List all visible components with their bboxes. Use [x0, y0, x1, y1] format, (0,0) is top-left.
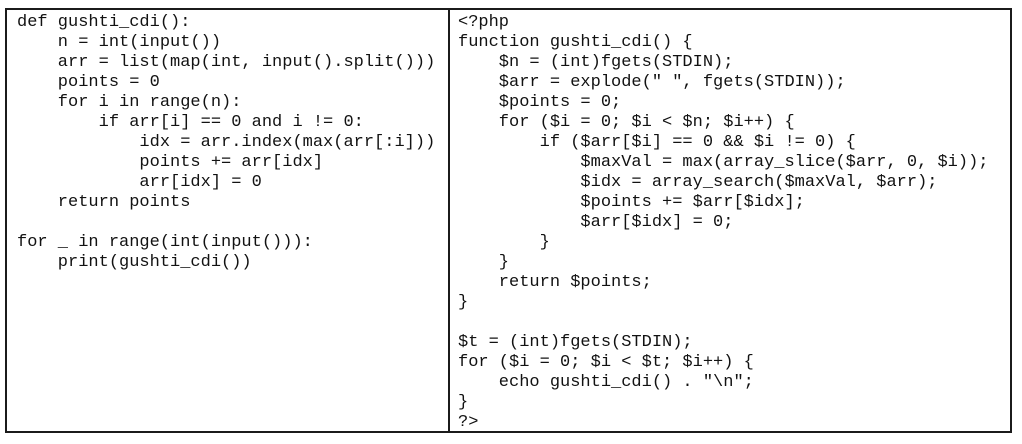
code-comparison-table: def gushti_cdi(): n = int(input()) arr =…: [5, 8, 1012, 433]
python-code-block: def gushti_cdi(): n = int(input()) arr =…: [17, 13, 436, 272]
python-code-cell: def gushti_cdi(): n = int(input()) arr =…: [7, 10, 450, 431]
php-code-block: <?php function gushti_cdi() { $n = (int)…: [458, 13, 989, 431]
php-code-cell: <?php function gushti_cdi() { $n = (int)…: [450, 10, 1010, 431]
